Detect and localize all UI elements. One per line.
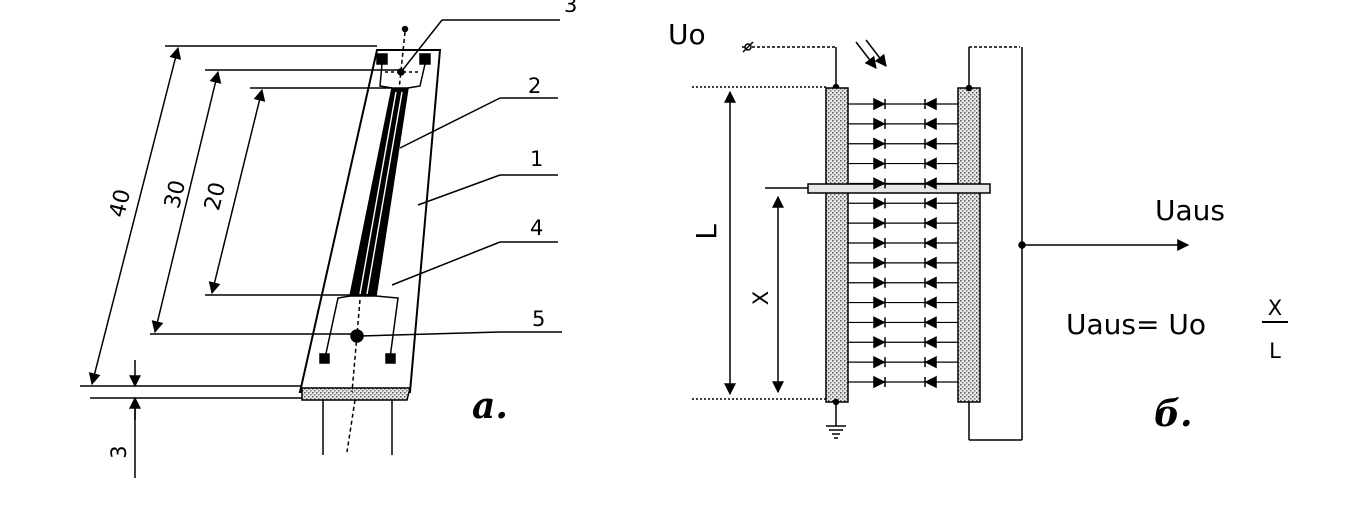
diode-pair xyxy=(848,276,958,289)
diode-pair xyxy=(848,296,958,309)
dim-line-30 xyxy=(151,70,222,334)
callout-5: 5 xyxy=(532,307,545,331)
dim-label-30: 30 xyxy=(160,178,191,211)
leader-2 xyxy=(399,97,501,149)
diode-right xyxy=(924,117,937,131)
diode-right xyxy=(924,236,937,250)
diode-left xyxy=(873,97,886,111)
diode-pair xyxy=(848,236,958,250)
diode-pair xyxy=(848,97,958,111)
contact-pad-top-right xyxy=(419,53,431,65)
diode-right xyxy=(924,355,937,369)
callout-3: 3 xyxy=(564,0,577,17)
diode-pair xyxy=(848,197,958,210)
dim-label-base: 3 xyxy=(107,445,131,458)
panel-b xyxy=(692,39,1288,441)
formula-lhs: Uaus= Uo xyxy=(1066,308,1206,341)
position-label: X xyxy=(749,291,773,305)
diode-left xyxy=(873,355,886,369)
base-strip xyxy=(301,387,411,401)
diode-pair xyxy=(848,256,958,270)
diode-right xyxy=(924,296,937,309)
formula-denominator: L xyxy=(1269,339,1281,363)
length-label: L xyxy=(690,224,723,240)
diode-right xyxy=(924,375,937,389)
diode-right xyxy=(924,97,937,111)
left-electrode xyxy=(825,87,849,403)
stem-axis xyxy=(346,399,356,453)
diode-right xyxy=(924,197,937,210)
callout-2: 2 xyxy=(528,74,541,98)
diode-left xyxy=(873,375,886,389)
diode-array xyxy=(848,97,958,389)
leader-1 xyxy=(417,174,501,206)
leader-4 xyxy=(391,241,501,286)
formula-numerator: X xyxy=(1268,296,1282,320)
light-ray-2 xyxy=(865,39,887,67)
diode-right xyxy=(924,316,937,329)
dim-label-20: 20 xyxy=(200,180,231,213)
diode-pair xyxy=(848,117,958,131)
diode-right xyxy=(924,157,937,170)
output-label: Uaus xyxy=(1155,194,1225,227)
panel-a xyxy=(80,19,562,478)
diode-left xyxy=(873,276,886,289)
diode-left xyxy=(873,117,886,131)
diode-right xyxy=(924,336,937,349)
diode-left xyxy=(873,197,886,210)
diode-right xyxy=(924,216,937,230)
diode-right xyxy=(924,177,937,190)
panel-a-letter: a. xyxy=(472,385,508,427)
contact-pad-bottom-left xyxy=(319,353,330,364)
diode-pair xyxy=(848,157,958,170)
diode-pair xyxy=(848,375,958,389)
callout-4: 4 xyxy=(530,216,543,240)
diode-left xyxy=(873,236,886,250)
slider-bar xyxy=(807,183,991,194)
diode-left xyxy=(873,177,886,190)
diode-right xyxy=(924,276,937,289)
right-electrode xyxy=(957,87,981,403)
dim-line-20 xyxy=(208,88,266,295)
diode-pair xyxy=(848,316,958,329)
diode-left xyxy=(873,137,886,150)
contact-pad-bottom-right xyxy=(385,353,396,364)
diode-pair xyxy=(848,177,958,190)
diode-left xyxy=(873,216,886,230)
diode-left xyxy=(873,157,886,170)
diode-right xyxy=(924,137,937,150)
dim-label-40: 40 xyxy=(105,187,136,220)
diode-pair xyxy=(848,355,958,369)
contact-pad-top-left xyxy=(376,53,388,65)
diode-pair xyxy=(848,137,958,150)
diode-pair xyxy=(848,336,958,349)
diode-left xyxy=(873,256,886,270)
resistive-track xyxy=(349,87,409,297)
diode-pair xyxy=(848,216,958,230)
leader-3 xyxy=(400,19,443,73)
diode-right xyxy=(924,256,937,270)
diode-left xyxy=(873,336,886,349)
supply-label: Uo xyxy=(668,18,706,51)
diode-left xyxy=(873,296,886,309)
panel-b-letter: б. xyxy=(1154,393,1193,435)
light-ray-1 xyxy=(855,41,877,69)
leader-5 xyxy=(359,331,501,337)
callout-1: 1 xyxy=(530,147,543,171)
diode-left xyxy=(873,316,886,329)
